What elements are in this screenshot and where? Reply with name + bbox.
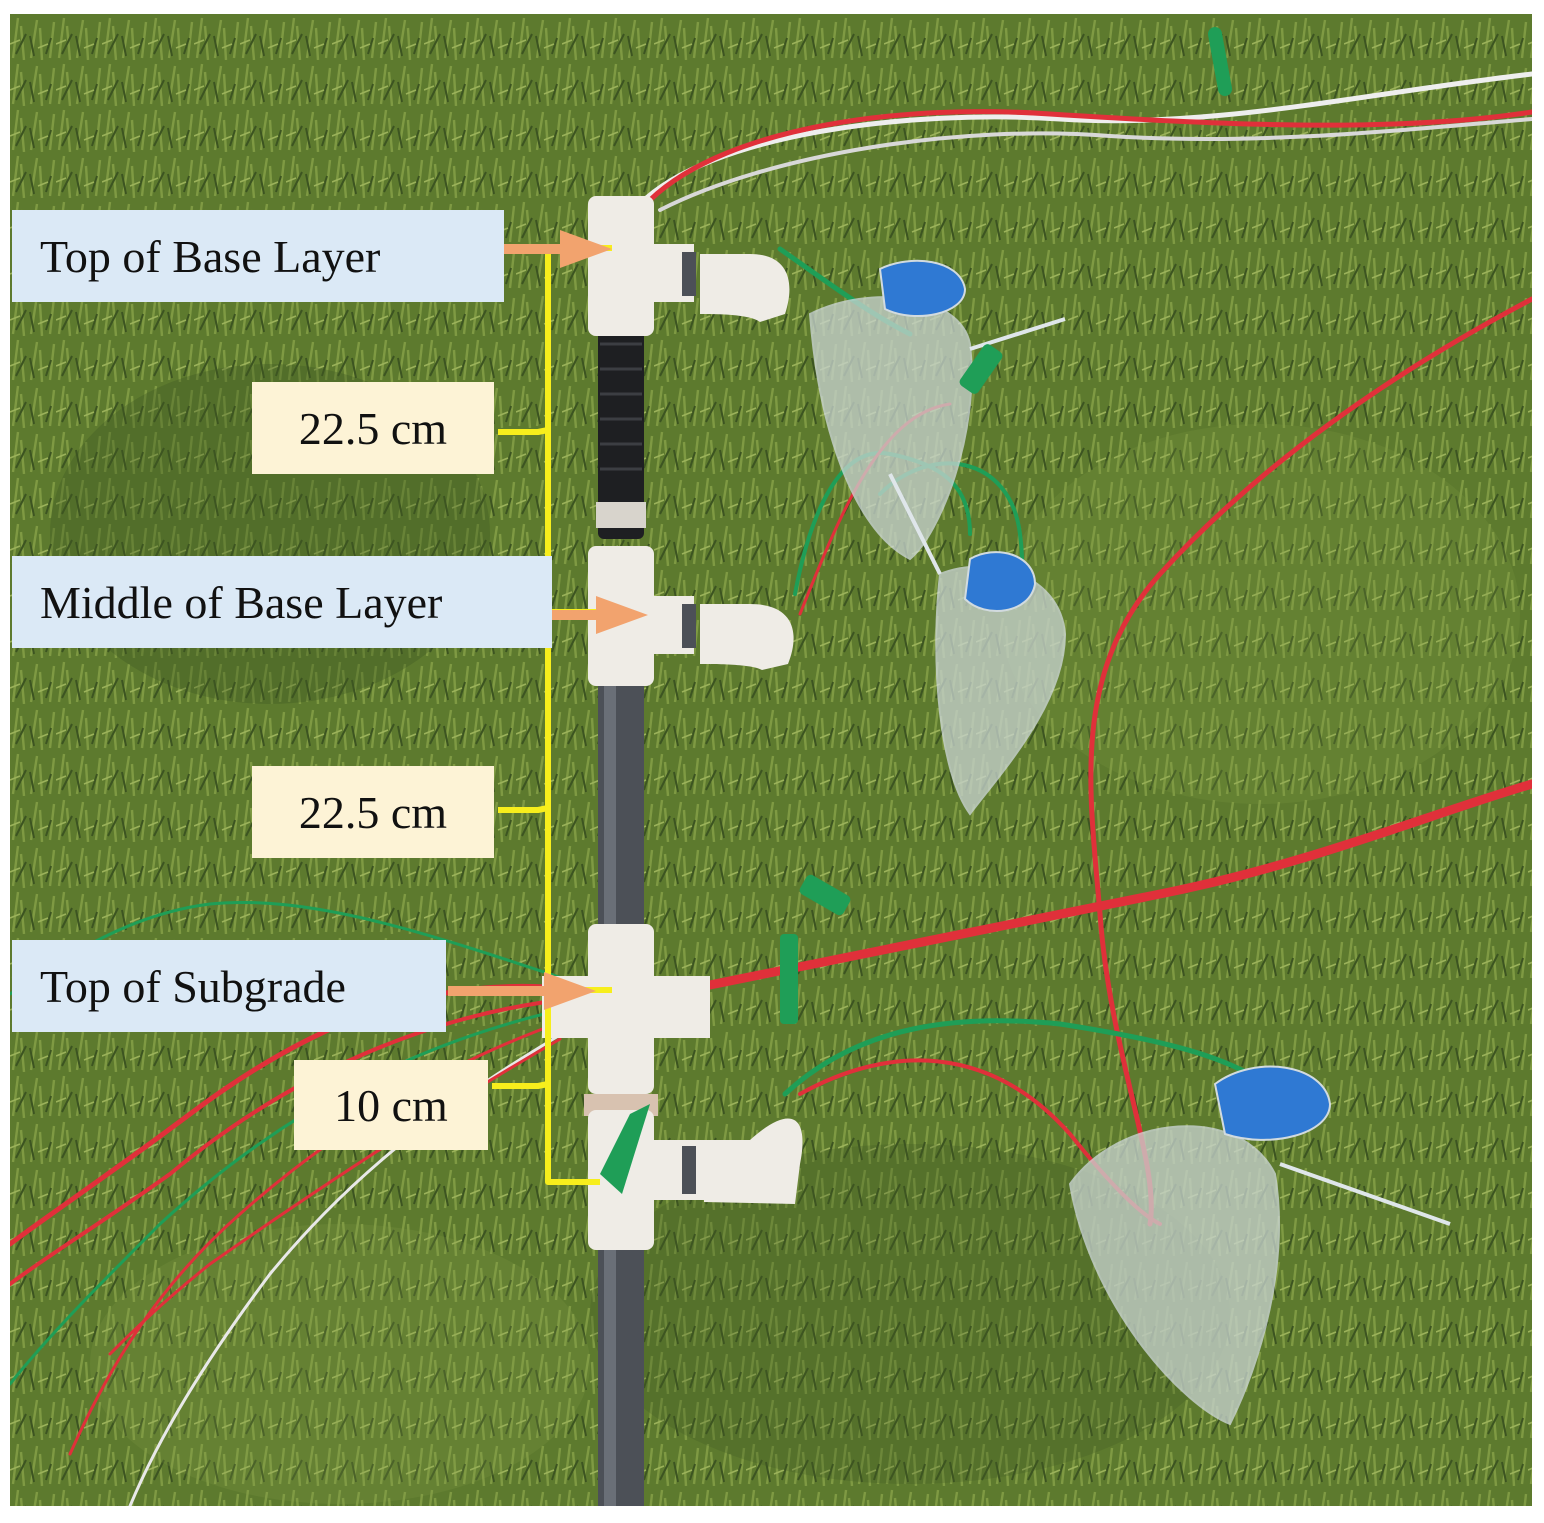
sensor-bags [808, 259, 1332, 1426]
dimension-upper-spacing: 22.5 cm [252, 382, 494, 474]
probe-rods [888, 317, 1451, 1226]
label-top-of-subgrade: Top of Subgrade [12, 940, 446, 1032]
label-middle-of-base-layer: Middle of Base Layer [12, 556, 552, 648]
dimension-middle-spacing: 22.5 cm [252, 766, 494, 858]
label-top-of-base-layer: Top of Base Layer [12, 210, 504, 302]
field-photo [10, 14, 1532, 1506]
dimension-lower-spacing: 10 cm [294, 1060, 488, 1150]
pvc-pipe-assembly [542, 196, 1003, 1506]
